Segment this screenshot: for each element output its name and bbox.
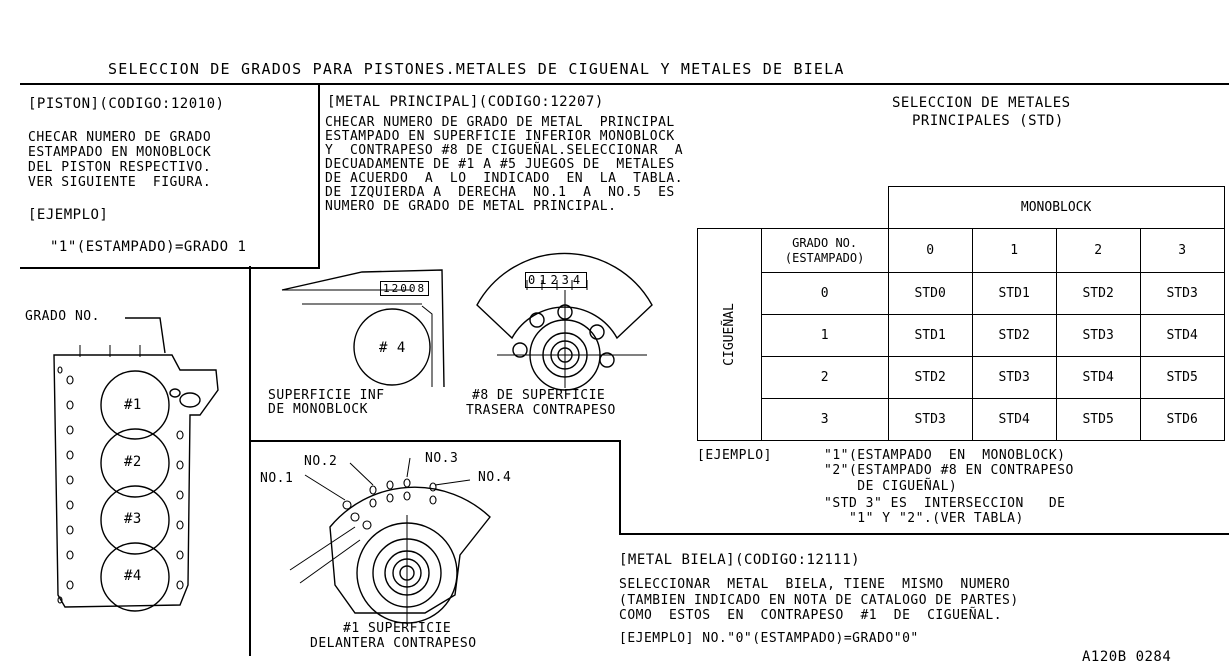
- mp-line-2: ESTAMPADO EN SUPERFICIE INFERIOR MONOBLO…: [325, 129, 675, 144]
- title-rule: [20, 83, 1229, 85]
- piston-heading: [PISTON](CODIGO:12010): [28, 96, 225, 112]
- row-label-1: 1: [760, 314, 889, 357]
- piston-line-1: CHECAR NUMERO DE GRADO: [28, 130, 212, 145]
- selection-title-2: PRINCIPALES (STD): [912, 113, 1064, 129]
- corner-line-1: GRADO NO.: [792, 235, 858, 250]
- biela-divider-v: [619, 440, 621, 534]
- piston-example-heading: [EJEMPLO]: [28, 207, 109, 223]
- cell-1-0: STD1: [887, 314, 973, 357]
- front-label-2: NO.2: [304, 454, 338, 469]
- cell-3-2: STD5: [1055, 398, 1141, 441]
- page-title: SELECCION DE GRADOS PARA PISTONES.METALE…: [108, 60, 845, 78]
- cell-3-0: STD3: [887, 398, 973, 441]
- front-label-3: NO.3: [425, 451, 459, 466]
- cell-1-3: STD4: [1139, 314, 1225, 357]
- table-row: 1 STD1 STD2 STD3 STD4: [698, 314, 1225, 357]
- front-caption-1: #1 SUPERFICIE: [343, 621, 452, 636]
- cylinder-1-label: #1: [124, 397, 142, 413]
- cell-0-3: STD3: [1139, 272, 1225, 315]
- piston-line-3: DEL PISTON RESPECTIVO.: [28, 160, 212, 175]
- row-label-3: 3: [760, 398, 889, 441]
- cell-0-0: STD0: [887, 272, 973, 315]
- cell-0-2: STD2: [1055, 272, 1141, 315]
- corner-line-2: (ESTAMPADO): [784, 250, 865, 265]
- cell-1-2: STD3: [1055, 314, 1141, 357]
- rear-counterweight-drawing: [476, 252, 653, 391]
- cell-3-1: STD4: [971, 398, 1057, 441]
- biela-line-2: (TAMBIEN INDICADO EN NOTA DE CATALOGO DE…: [619, 593, 1019, 608]
- col-header-1: 1: [971, 228, 1057, 273]
- piston-divider-h: [20, 267, 320, 269]
- front-caption-2: DELANTERA CONTRAPESO: [310, 636, 477, 651]
- counterweight-caption-1: #8 DE SUPERFICIE: [472, 388, 606, 403]
- table-row: 2 STD2 STD3 STD4 STD5: [698, 356, 1225, 399]
- figure-divider-h: [249, 440, 619, 442]
- cell-2-1: STD3: [971, 356, 1057, 399]
- biela-divider-h: [619, 533, 1229, 535]
- mp-line-5: DE ACUERDO A LO INDICADO EN LA TABLA.: [325, 171, 684, 186]
- engine-block-drawing: [53, 317, 219, 612]
- mp-line-6: DE IZQUIERDA A DERECHA NO.1 A NO.5 ES: [325, 185, 675, 200]
- biela-example: [EJEMPLO] NO."0"(ESTAMPADO)=GRADO"0": [619, 631, 919, 646]
- front-label-4: NO.4: [478, 470, 512, 485]
- row-label-0: 0: [760, 272, 889, 315]
- mp-line-3: Y CONTRAPESO #8 DE CIGUEÑAL.SELECCIONAR …: [325, 143, 684, 158]
- row-group-header: CIGUEÑAL: [697, 228, 762, 441]
- cylinder-2-label: #2: [124, 454, 142, 470]
- figure-divider-v: [249, 266, 251, 656]
- metal-principal-heading: [METAL PRINCIPAL](CODIGO:12207): [327, 94, 604, 110]
- cell-0-1: STD1: [971, 272, 1057, 315]
- biela-line-1: SELECCIONAR METAL BIELA, TIENE MISMO NUM…: [619, 577, 1011, 592]
- cell-2-2: STD4: [1055, 356, 1141, 399]
- counterweight-stamp: 01234: [525, 272, 588, 288]
- col-header-3: 3: [1139, 228, 1225, 273]
- metal-biela-heading: [METAL BIELA](CODIGO:12111): [619, 552, 861, 568]
- grado-label: GRADO NO.: [25, 309, 100, 324]
- mp-line-7: NUMERO DE GRADO DE METAL PRINCIPAL.: [325, 199, 617, 214]
- counterweight-caption-2: TRASERA CONTRAPESO: [466, 403, 616, 418]
- figure-code: A120B 0284: [1082, 649, 1172, 665]
- front-counterweight-drawing: [289, 457, 491, 625]
- cell-2-0: STD2: [887, 356, 973, 399]
- col-header-0: 0: [887, 228, 973, 273]
- corner-header: GRADO NO. (ESTAMPADO): [760, 228, 889, 273]
- block-caption-1: SUPERFICIE INF: [268, 388, 385, 403]
- table-example-line-1: "1"(ESTAMPADO EN MONOBLOCK): [824, 448, 1066, 463]
- piston-line-4: VER SIGUIENTE FIGURA.: [28, 175, 212, 190]
- table-example-label: [EJEMPLO]: [697, 448, 772, 463]
- cell-3-3: STD6: [1139, 398, 1225, 441]
- table-example-line-5: "1" Y "2".(VER TABLA): [824, 511, 1024, 526]
- block-lower-surface-drawing: [281, 269, 445, 388]
- piston-line-2: ESTAMPADO EN MONOBLOCK: [28, 145, 212, 160]
- table-example-line-2: "2"(ESTAMPADO #8 EN CONTRAPESO: [824, 463, 1074, 478]
- piston-divider-v: [318, 84, 320, 268]
- cell-2-3: STD5: [1139, 356, 1225, 399]
- column-group-header: MONOBLOCK: [887, 186, 1225, 229]
- mp-line-1: CHECAR NUMERO DE GRADO DE METAL PRINCIPA…: [325, 115, 675, 130]
- table-row: 3 STD3 STD4 STD5 STD6: [698, 398, 1225, 441]
- bore-label: # 4: [379, 340, 406, 356]
- table-blank: [698, 187, 889, 229]
- cell-1-1: STD2: [971, 314, 1057, 357]
- row-group-label: CIGUEÑAL: [721, 303, 737, 366]
- biela-line-3: COMO ESTOS EN CONTRAPESO #1 DE CIGUEÑAL.: [619, 608, 1003, 623]
- table-example-line-3: DE CIGUEÑAL): [824, 479, 958, 494]
- table-row: 0 STD0 STD1 STD2 STD3: [698, 272, 1225, 315]
- mp-line-4: DECUADAMENTE DE #1 A #5 JUEGOS DE METALE…: [325, 157, 675, 172]
- row-label-2: 2: [760, 356, 889, 399]
- block-stamp: 12008: [380, 281, 430, 296]
- cylinder-4-label: #4: [124, 568, 142, 584]
- piston-example-value: "1"(ESTAMPADO)=GRADO 1: [50, 239, 247, 255]
- selection-table: MONOBLOCK CIGUEÑAL GRADO NO. (ESTAMPADO)…: [697, 186, 1225, 441]
- selection-title-1: SELECCION DE METALES: [892, 95, 1071, 111]
- col-header-2: 2: [1055, 228, 1141, 273]
- table-example-line-4: "STD 3" ES INTERSECCION DE: [824, 496, 1066, 511]
- block-caption-2: DE MONOBLOCK: [268, 402, 368, 417]
- front-label-1: NO.1: [260, 471, 294, 486]
- cylinder-3-label: #3: [124, 511, 142, 527]
